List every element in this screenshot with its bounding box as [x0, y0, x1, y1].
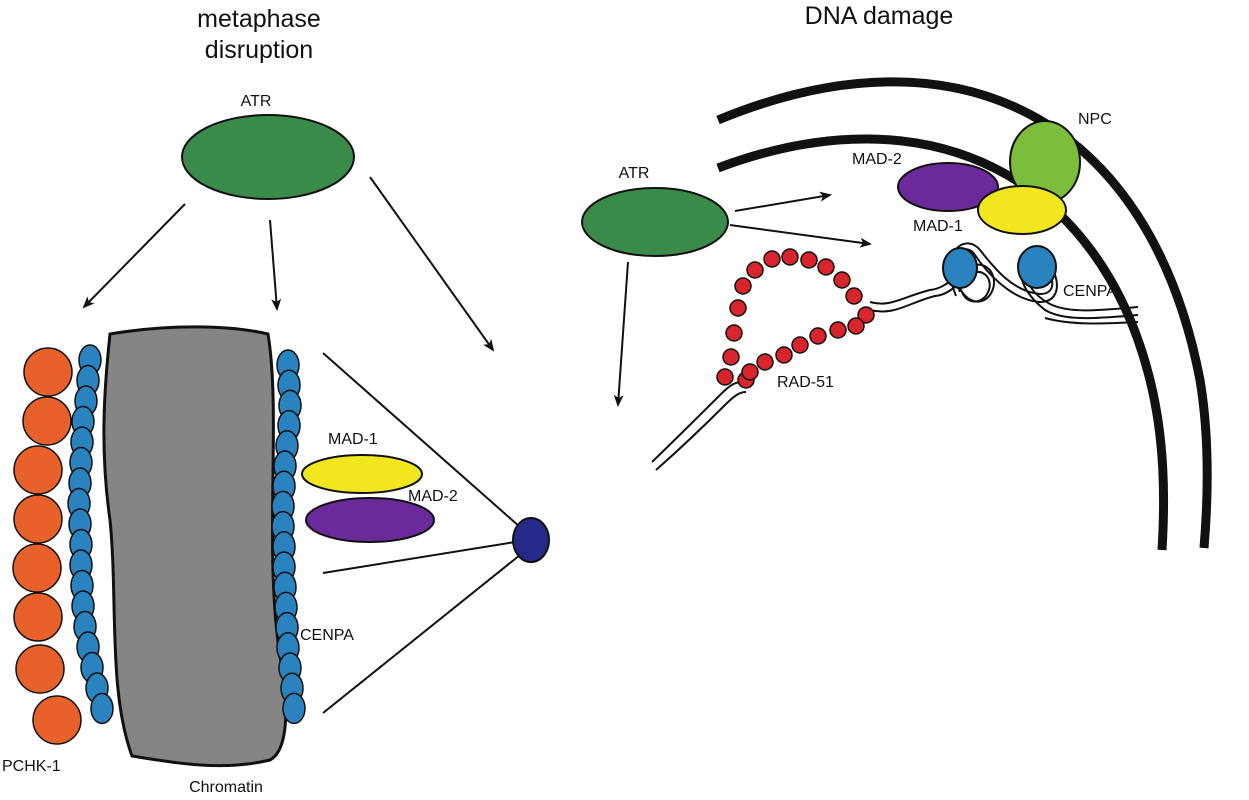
left-mad1-oval	[301, 454, 423, 494]
cenpa-beads-right	[271, 349, 306, 725]
rad51-bead	[725, 324, 743, 342]
rad51-bead	[722, 348, 740, 366]
rad51-bead	[775, 346, 793, 364]
chromatin-body	[102, 325, 288, 768]
rad51-bead	[729, 299, 747, 317]
rad51-bead	[716, 368, 734, 386]
spindle-fiber-middle	[322, 541, 516, 574]
pchk1-bead	[15, 644, 65, 694]
nuclear-envelope-inner	[716, 134, 1169, 551]
right-cenpa-bead	[1017, 245, 1057, 289]
rad51-bead	[746, 261, 764, 279]
cenpa-bead	[90, 692, 114, 725]
spindle-fiber-lower	[322, 554, 521, 714]
left-mad2-label: MAD-2	[408, 488, 458, 505]
right-atr-oval	[581, 187, 729, 257]
right-cenpa-beads	[942, 245, 1057, 289]
rad51-beads	[716, 248, 875, 389]
spindle-fiber-upper	[322, 352, 521, 528]
left-atr-label: ATR	[241, 93, 272, 110]
right-mad1-oval	[977, 185, 1067, 235]
nuclear-envelope-outer	[716, 77, 1212, 549]
rad51-bead	[829, 321, 847, 339]
rad51-bead	[847, 317, 865, 335]
pchk1-bead	[22, 396, 72, 446]
chromatin-label: Chromatin	[189, 779, 263, 796]
rad51-bead	[791, 336, 809, 354]
right-arrow-to-cenpa	[729, 224, 872, 248]
right-mad1-label: MAD-1	[913, 218, 963, 235]
rad51-bead	[857, 306, 875, 324]
right-mad2-label: MAD-2	[852, 151, 902, 168]
right-panel: DNA damage NPC MAD-2 MAD-1 ATR CENPA	[581, 2, 1212, 551]
rad51-bead	[756, 353, 774, 371]
pchk1-bead	[23, 347, 73, 397]
cenpa-beads-left	[67, 344, 114, 725]
pchk1-bead	[13, 592, 63, 642]
rad51-bead	[817, 258, 835, 276]
cenpa-bead	[282, 692, 306, 725]
rad51-bead	[763, 250, 781, 268]
right-cenpa-label: CENPA	[1063, 283, 1117, 300]
rad51-bead	[809, 327, 827, 345]
pchk1-label: PCHK-1	[2, 758, 61, 775]
left-atr-oval	[181, 114, 355, 200]
pchk1-bead	[32, 695, 82, 745]
pchk1-bead	[13, 494, 63, 544]
left-title-line2: disruption	[205, 36, 313, 64]
rad51-bead	[800, 251, 818, 269]
right-mad2-oval	[897, 162, 999, 212]
left-mad1-label: MAD-1	[328, 431, 378, 448]
pchk1-bead	[12, 543, 62, 593]
left-cenpa-label: CENPA	[300, 627, 354, 644]
right-title: DNA damage	[805, 2, 954, 30]
rad51-bead	[845, 287, 863, 305]
left-mad2-oval	[305, 497, 435, 543]
pchk1-beads	[12, 347, 82, 745]
dna-double-strand	[651, 242, 1139, 471]
right-arrow-down	[613, 261, 629, 407]
right-arrow-to-mad2	[734, 191, 832, 212]
right-cenpa-bead	[942, 247, 978, 289]
left-panel: metaphase disruption ATR Chromatin PCHK-…	[2, 5, 550, 796]
left-arrow-to-cenpa	[269, 219, 282, 311]
pchk1-bead	[13, 445, 63, 495]
npc-label: NPC	[1078, 111, 1112, 128]
rad51-bead	[833, 271, 851, 289]
rad51-bead	[741, 363, 759, 381]
rad51-bead	[734, 277, 752, 295]
left-title-line1: metaphase	[197, 5, 321, 33]
left-arrow-to-pchk1	[82, 203, 186, 309]
rad51-label: RAD-51	[777, 374, 834, 391]
right-atr-label: ATR	[619, 165, 650, 182]
rad51-bead	[781, 248, 799, 266]
left-arrow-to-centrosome	[369, 176, 495, 352]
centrosome	[512, 517, 550, 563]
